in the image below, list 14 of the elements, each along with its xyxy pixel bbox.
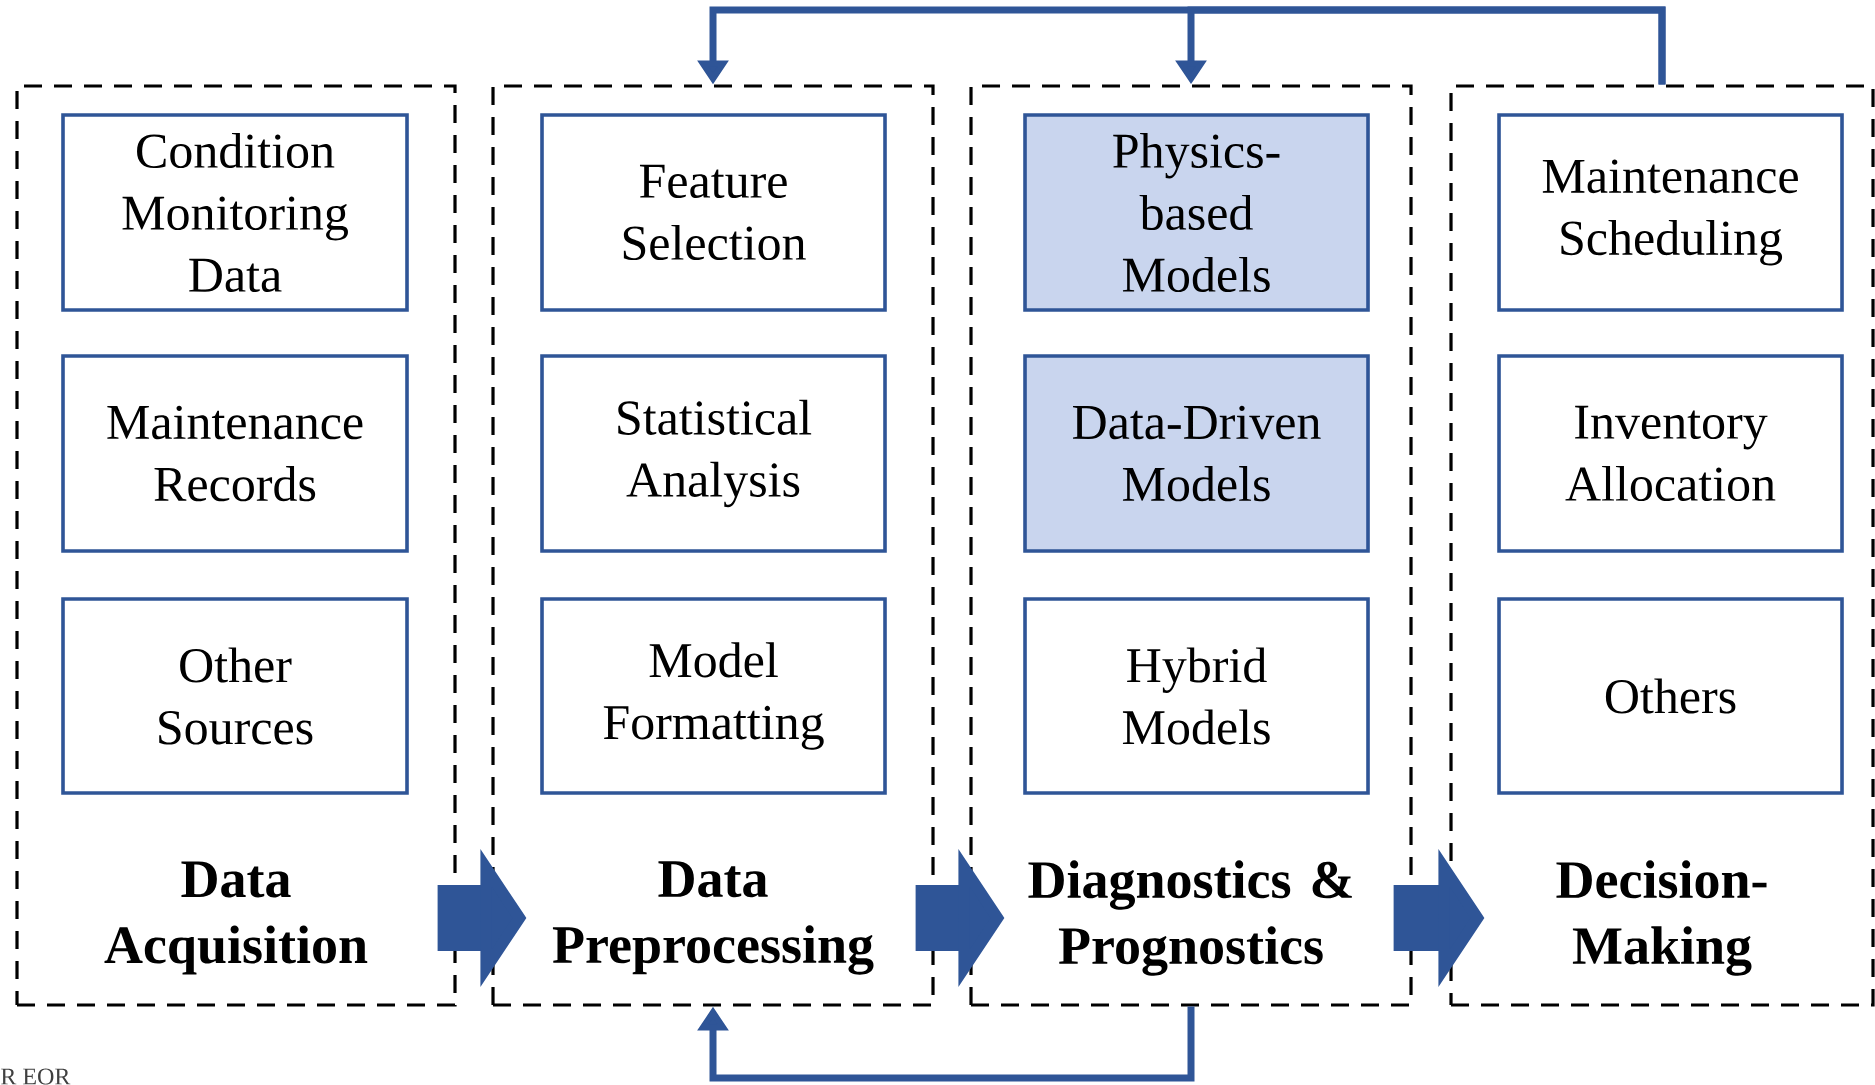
process-box: Statistical Analysis <box>540 354 887 553</box>
process-box: Data-Driven Models <box>1023 354 1370 553</box>
process-box: Model Formatting <box>540 597 887 795</box>
arrow <box>697 1006 1195 1082</box>
process-box: Others <box>1497 597 1844 795</box>
process-box: Hybrid Models <box>1023 597 1370 795</box>
process-box: Feature Selection <box>540 113 887 312</box>
process-box: Maintenance Scheduling <box>1497 113 1844 312</box>
process-box: Maintenance Records <box>61 354 409 553</box>
process-box: Inventory Allocation <box>1497 354 1844 553</box>
process-box: Other Sources <box>61 597 409 795</box>
note-text: R EOR <box>1 1068 71 1085</box>
process-box: Condition Monitoring Data <box>61 113 409 312</box>
process-box: Physics-based Models <box>1023 113 1370 312</box>
